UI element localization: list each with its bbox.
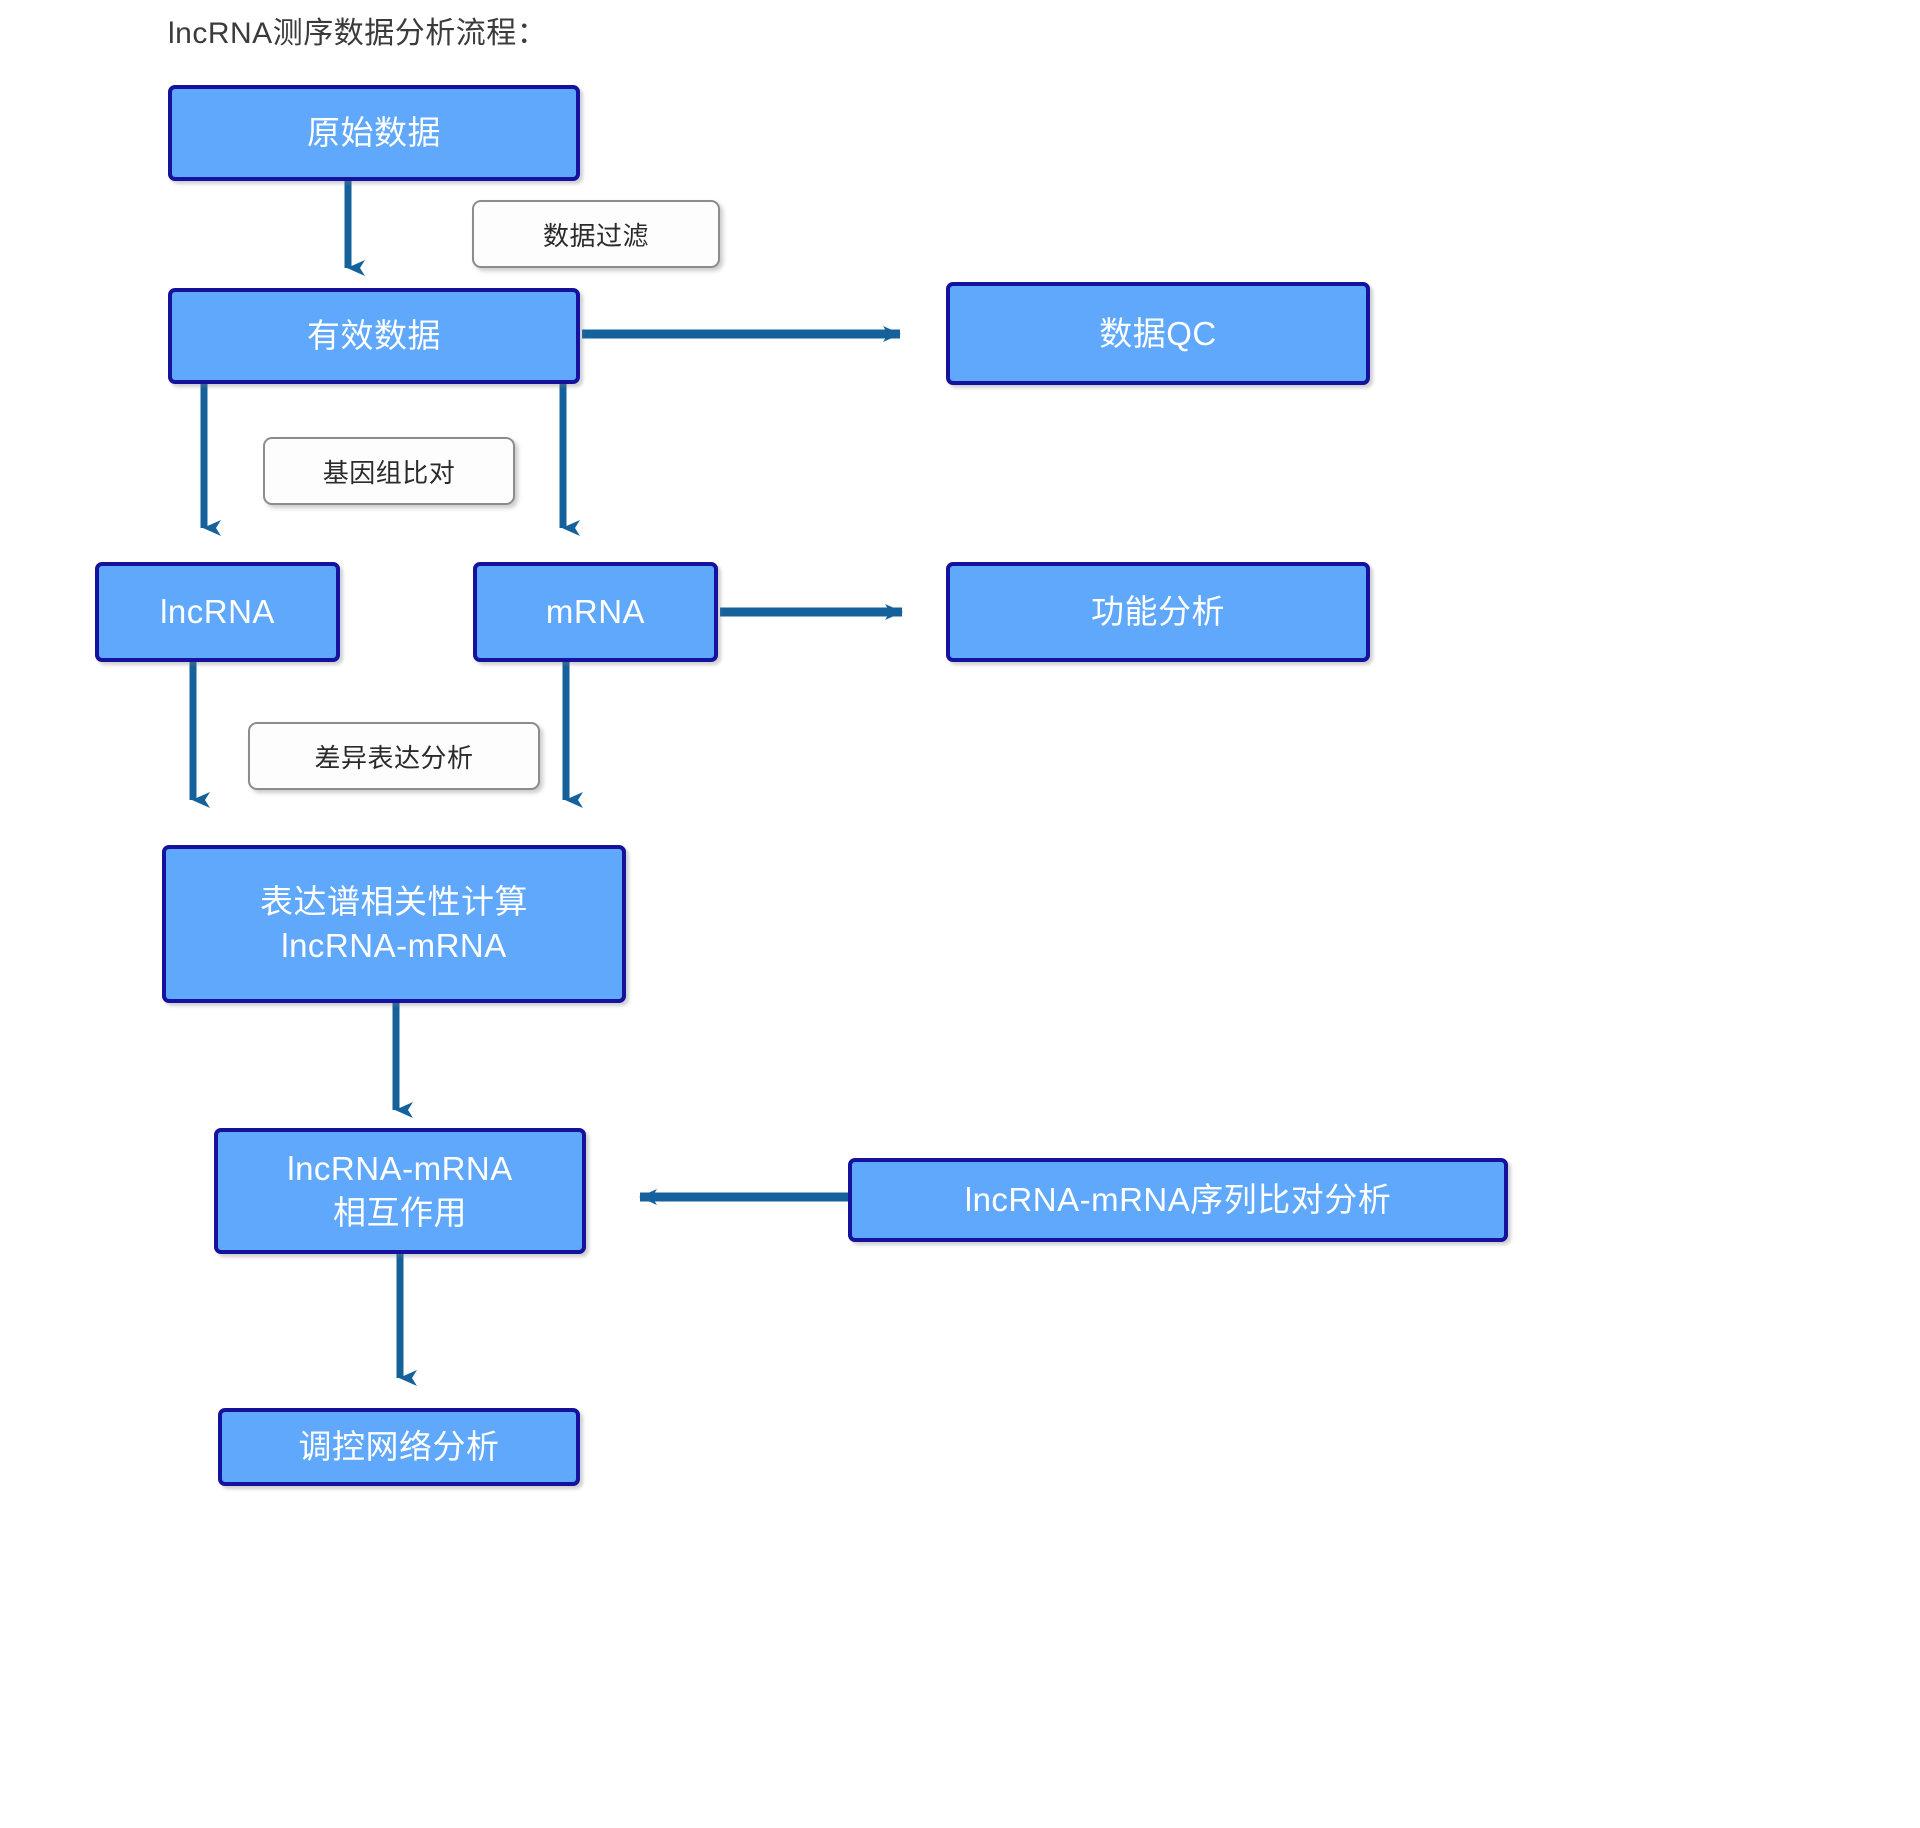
edge-label-data-filter-text: 数据过滤 — [542, 220, 649, 251]
node-lncrna[interactable]: lncRNA — [95, 562, 340, 662]
node-lncrna-mrna-interaction[interactable]: lncRNA-mRNA 相互作用 — [214, 1128, 586, 1254]
edge-label-differential-expression-text: 差异表达分析 — [314, 742, 474, 773]
node-lncrna-label: lncRNA — [160, 593, 275, 631]
node-valid-data[interactable]: 有效数据 — [168, 288, 580, 384]
node-expression-correlation[interactable]: 表达谱相关性计算 lncRNA-mRNA — [162, 845, 626, 1003]
edge-label-genome-alignment[interactable]: 基因组比对 — [263, 437, 515, 505]
node-sequence-alignment-analysis-label: lncRNA-mRNA序列比对分析 — [964, 1181, 1392, 1219]
node-mrna-label: mRNA — [545, 593, 646, 631]
edge-label-data-filter[interactable]: 数据过滤 — [472, 200, 720, 268]
edge-label-differential-expression[interactable]: 差异表达分析 — [248, 722, 540, 790]
edge-label-genome-alignment-text: 基因组比对 — [322, 457, 456, 488]
node-data-qc[interactable]: 数据QC — [946, 282, 1370, 385]
node-data-qc-label: 数据QC — [1099, 314, 1217, 352]
node-expression-correlation-label: 表达谱相关性计算 lncRNA-mRNA — [260, 883, 528, 964]
node-lncrna-mrna-interaction-label: lncRNA-mRNA 相互作用 — [287, 1150, 513, 1231]
node-raw-data[interactable]: 原始数据 — [168, 85, 580, 181]
node-functional-analysis[interactable]: 功能分析 — [946, 562, 1370, 662]
node-valid-data-label: 有效数据 — [307, 317, 441, 355]
node-regulatory-network-analysis-label: 调控网络分析 — [298, 1428, 500, 1466]
node-sequence-alignment-analysis[interactable]: lncRNA-mRNA序列比对分析 — [848, 1158, 1508, 1242]
page-title: lncRNA测序数据分析流程： — [168, 17, 548, 50]
node-mrna[interactable]: mRNA — [473, 562, 718, 662]
node-regulatory-network-analysis[interactable]: 调控网络分析 — [218, 1408, 580, 1486]
node-raw-data-label: 原始数据 — [307, 114, 441, 152]
node-functional-analysis-label: 功能分析 — [1091, 593, 1225, 631]
